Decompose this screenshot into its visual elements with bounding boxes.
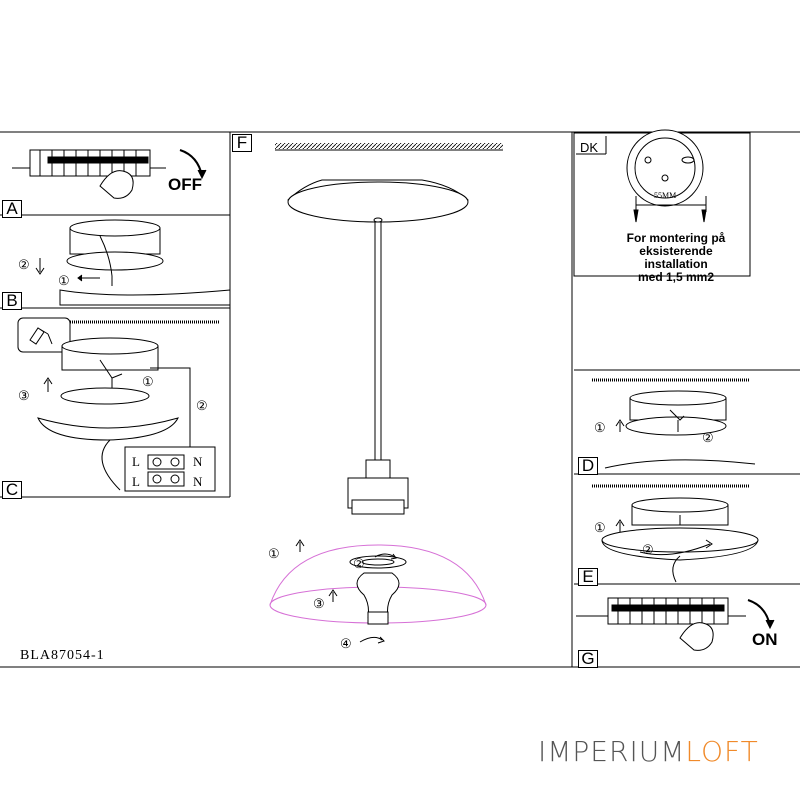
terminal-left-label: L	[132, 454, 140, 469]
brand-watermark: IMPERIUMLOFT	[538, 735, 759, 768]
step-1-marker: ①	[58, 273, 70, 288]
panel-b	[0, 219, 231, 309]
panel-c-letter: C	[2, 481, 22, 499]
panel-f-letter: F	[232, 134, 252, 152]
step-2-marker: ②	[196, 398, 208, 413]
step-2-marker: ②	[18, 257, 30, 272]
terminal-right-label: N	[193, 454, 203, 469]
terminal-right-label-2: N	[193, 474, 203, 489]
panel-d	[574, 369, 800, 475]
dk-note-line: For montering på	[626, 231, 726, 245]
panel-b-letter: B	[2, 292, 22, 310]
step-2-marker: ②	[642, 542, 654, 557]
off-label: OFF	[168, 175, 202, 194]
dk-note-line: med 1,5 mm2	[637, 270, 715, 284]
dk-dimension: 55MM	[654, 191, 677, 200]
dk-label: DK	[580, 140, 599, 155]
panel-g	[576, 597, 775, 651]
step-2-marker: ②	[702, 430, 714, 445]
on-label: ON	[752, 630, 778, 649]
step-3-marker: ③	[313, 596, 325, 611]
brand-part1: IMPERIUM	[538, 735, 686, 768]
panel-f	[269, 143, 503, 644]
dk-note-line: installation	[644, 257, 708, 271]
panel-d-letter: D	[578, 457, 598, 475]
dk-note: For montering på eksisterende installati…	[596, 232, 756, 284]
panel-a-letter: A	[2, 200, 22, 218]
panel-a	[0, 149, 230, 216]
step-2-marker: ②	[353, 556, 365, 571]
step-1-marker: ①	[594, 520, 606, 535]
model-code: BLA87054-1	[20, 648, 105, 663]
panel-e-letter: E	[578, 568, 598, 586]
panel-g-letter: G	[578, 650, 598, 668]
step-4-marker: ④	[340, 636, 352, 651]
panel-dk	[573, 129, 751, 277]
panel-c	[0, 317, 230, 498]
dk-note-line: eksisterende	[639, 244, 713, 258]
step-3-marker: ③	[18, 388, 30, 403]
step-1-marker: ①	[268, 546, 280, 561]
terminal-left-label-2: L	[132, 474, 140, 489]
panel-e	[574, 484, 800, 585]
step-1-marker: ①	[594, 420, 606, 435]
step-1-marker: ①	[142, 374, 154, 389]
brand-part2: LOFT	[685, 735, 759, 768]
